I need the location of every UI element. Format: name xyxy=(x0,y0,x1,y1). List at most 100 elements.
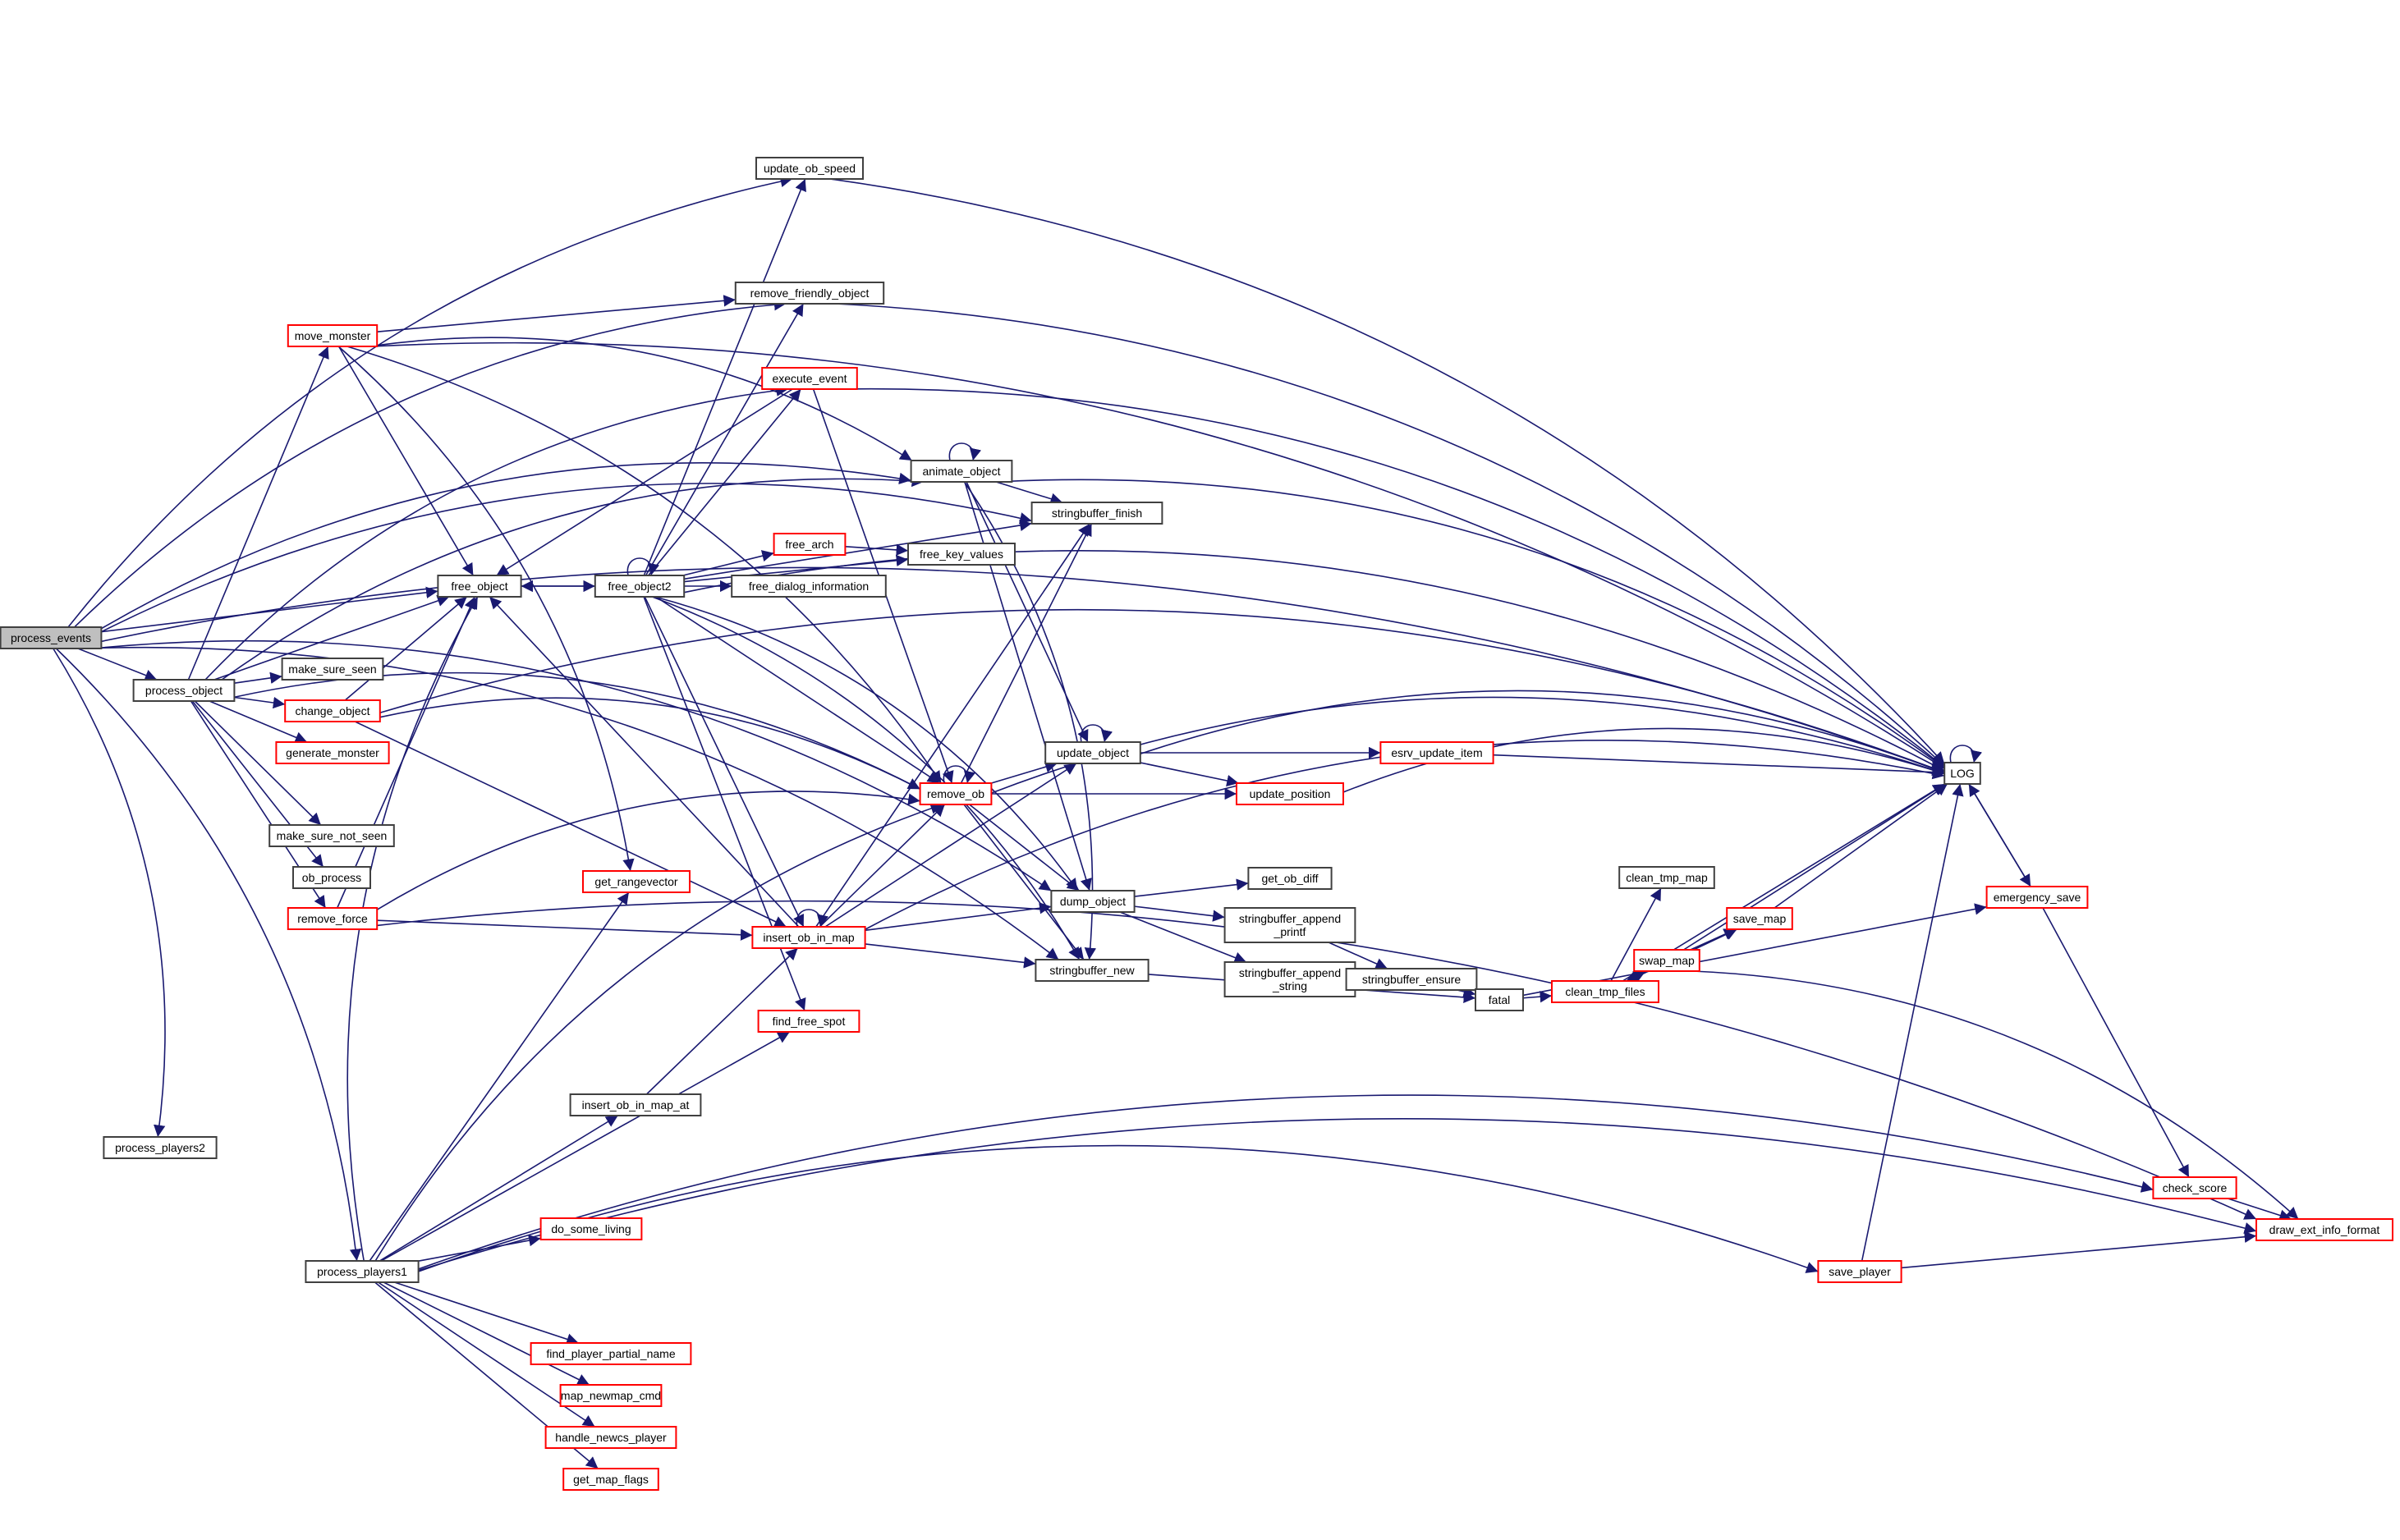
node-free-object2[interactable]: free_object2 xyxy=(594,575,686,598)
node-box[interactable] xyxy=(1236,782,1344,805)
node-box[interactable] xyxy=(1943,762,1981,785)
node-find-free-spot[interactable]: find_free_spot xyxy=(757,1010,860,1033)
node-emergency-save[interactable]: emergency_save xyxy=(1985,886,2089,909)
node-box[interactable] xyxy=(284,699,381,722)
node-box[interactable] xyxy=(1050,890,1136,913)
node-swap-map[interactable]: swap_map xyxy=(1633,949,1700,972)
node-box[interactable] xyxy=(1223,961,1356,997)
node-box[interactable] xyxy=(268,824,395,847)
node-generate-monster[interactable]: generate_monster xyxy=(275,741,390,764)
node-box[interactable] xyxy=(919,782,993,805)
node-save-player[interactable]: save_player xyxy=(1817,1260,1902,1283)
node-process-players1[interactable]: process_players1 xyxy=(305,1260,420,1283)
node-box[interactable] xyxy=(755,157,864,180)
node-box[interactable] xyxy=(530,1342,692,1365)
node-free-dialog-information[interactable]: free_dialog_information xyxy=(731,575,887,598)
node-box[interactable] xyxy=(1817,1260,1902,1283)
node-box[interactable] xyxy=(582,870,691,893)
node-box[interactable] xyxy=(734,282,885,305)
node-box[interactable] xyxy=(2255,1218,2393,1241)
node-box[interactable] xyxy=(0,626,103,649)
node-remove-ob[interactable]: remove_ob xyxy=(919,782,993,805)
node-process-players2[interactable]: process_players2 xyxy=(103,1136,218,1159)
node-update-object[interactable]: update_object xyxy=(1044,741,1141,764)
node-box[interactable] xyxy=(287,324,379,347)
node-box[interactable] xyxy=(1726,907,1793,930)
node-box[interactable] xyxy=(275,741,390,764)
node-do-some-living[interactable]: do_some_living xyxy=(539,1217,643,1240)
node-make-sure-seen[interactable]: make_sure_seen xyxy=(281,658,384,681)
node-get-rangevector[interactable]: get_rangevector xyxy=(582,870,691,893)
node-box[interactable] xyxy=(569,1093,702,1116)
node-handle-newcs-player[interactable]: handle_newcs_player xyxy=(544,1426,677,1449)
node-clean-tmp-files[interactable]: clean_tmp_files xyxy=(1551,980,1659,1003)
node-move-monster[interactable]: move_monster xyxy=(287,324,379,347)
node-box[interactable] xyxy=(1223,907,1356,943)
node-find-player-partial-name[interactable]: find_player_partial_name xyxy=(530,1342,692,1365)
node-box[interactable] xyxy=(1247,867,1333,890)
node-process-events[interactable]: process_events xyxy=(0,626,103,649)
node-free-key-values[interactable]: free_key_values xyxy=(907,543,1016,566)
node-box[interactable] xyxy=(1618,866,1715,889)
node-box[interactable] xyxy=(731,575,887,598)
node-box[interactable] xyxy=(1035,959,1150,982)
node-insert-ob-in-map-at[interactable]: insert_ob_in_map_at xyxy=(569,1093,702,1116)
node-box[interactable] xyxy=(132,679,236,702)
node-update-position[interactable]: update_position xyxy=(1236,782,1344,805)
node-LOG[interactable]: LOG xyxy=(1943,762,1981,785)
node-box[interactable] xyxy=(559,1384,663,1407)
node-box[interactable] xyxy=(1985,886,2089,909)
node-dump-object[interactable]: dump_object xyxy=(1050,890,1136,913)
node-stringbuffer-append-printf[interactable]: stringbuffer_append_printf xyxy=(1223,907,1356,943)
node-stringbuffer-finish[interactable]: stringbuffer_finish xyxy=(1030,502,1163,525)
node-stringbuffer-append-string[interactable]: stringbuffer_append_string xyxy=(1223,961,1356,997)
node-animate-object[interactable]: animate_object xyxy=(910,460,1013,483)
node-draw-ext-info-format[interactable]: draw_ext_info_format xyxy=(2255,1218,2393,1241)
node-insert-ob-in-map[interactable]: insert_ob_in_map xyxy=(751,926,866,949)
node-box[interactable] xyxy=(1030,502,1163,525)
node-box[interactable] xyxy=(2152,1176,2237,1199)
node-free-object[interactable]: free_object xyxy=(437,575,522,598)
node-stringbuffer-new[interactable]: stringbuffer_new xyxy=(1035,959,1150,982)
node-box[interactable] xyxy=(594,575,686,598)
node-box[interactable] xyxy=(292,866,371,889)
node-box[interactable] xyxy=(437,575,522,598)
node-box[interactable] xyxy=(103,1136,218,1159)
node-box[interactable] xyxy=(761,367,858,390)
node-box[interactable] xyxy=(1551,980,1659,1003)
node-save-map[interactable]: save_map xyxy=(1726,907,1793,930)
node-get-ob-diff[interactable]: get_ob_diff xyxy=(1247,867,1333,890)
node-get-map-flags[interactable]: get_map_flags xyxy=(562,1468,659,1491)
node-box[interactable] xyxy=(1475,988,1524,1011)
node-box[interactable] xyxy=(544,1426,677,1449)
node-box[interactable] xyxy=(1345,968,1478,991)
node-clean-tmp-map[interactable]: clean_tmp_map xyxy=(1618,866,1715,889)
node-box[interactable] xyxy=(751,926,866,949)
node-box[interactable] xyxy=(287,907,379,930)
node-esrv-update-item[interactable]: esrv_update_item xyxy=(1379,741,1494,764)
node-fatal[interactable]: fatal xyxy=(1475,988,1524,1011)
node-stringbuffer-ensure[interactable]: stringbuffer_ensure xyxy=(1345,968,1478,991)
node-update-ob-speed[interactable]: update_ob_speed xyxy=(755,157,864,180)
node-map-newmap-cmd[interactable]: map_newmap_cmd xyxy=(559,1384,663,1407)
node-box[interactable] xyxy=(305,1260,420,1283)
node-box[interactable] xyxy=(562,1468,659,1491)
node-change-object[interactable]: change_object xyxy=(284,699,381,722)
node-box[interactable] xyxy=(757,1010,860,1033)
node-check-score[interactable]: check_score xyxy=(2152,1176,2237,1199)
node-ob-process[interactable]: ob_process xyxy=(292,866,371,889)
node-execute-event[interactable]: execute_event xyxy=(761,367,858,390)
node-box[interactable] xyxy=(281,658,384,681)
node-box[interactable] xyxy=(907,543,1016,566)
node-box[interactable] xyxy=(773,533,847,556)
node-box[interactable] xyxy=(1379,741,1494,764)
node-process-object[interactable]: process_object xyxy=(132,679,236,702)
node-box[interactable] xyxy=(539,1217,643,1240)
node-remove-friendly-object[interactable]: remove_friendly_object xyxy=(734,282,885,305)
node-remove-force[interactable]: remove_force xyxy=(287,907,379,930)
node-box[interactable] xyxy=(1633,949,1700,972)
node-box[interactable] xyxy=(910,460,1013,483)
node-box[interactable] xyxy=(1044,741,1141,764)
node-make-sure-not-seen[interactable]: make_sure_not_seen xyxy=(268,824,395,847)
node-free-arch[interactable]: free_arch xyxy=(773,533,847,556)
